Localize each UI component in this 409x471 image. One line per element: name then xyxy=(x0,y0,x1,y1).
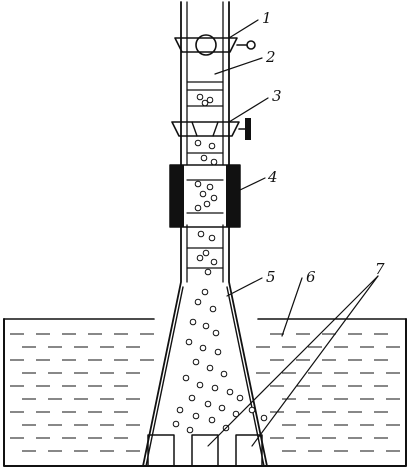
gas-bubbles xyxy=(172,93,268,434)
gas-tube xyxy=(180,1,230,283)
gas-bubble xyxy=(176,406,184,414)
water-tank xyxy=(3,318,407,467)
gas-bubble xyxy=(203,200,211,208)
gas-bubble xyxy=(212,329,220,337)
gas-bubble xyxy=(196,93,204,101)
gas-bubble xyxy=(210,194,218,202)
gas-bubble xyxy=(211,384,219,392)
gas-bubble xyxy=(206,183,214,191)
gas-bubble xyxy=(210,158,218,166)
rubber-connector xyxy=(169,164,241,228)
gas-bubble xyxy=(204,400,212,408)
gas-bubble xyxy=(194,298,202,306)
gas-bubble xyxy=(260,414,268,422)
gas-bubble xyxy=(204,268,212,276)
gas-bubble xyxy=(226,388,234,396)
gas-bubble xyxy=(185,338,193,346)
gas-bubble xyxy=(186,426,194,434)
gas-bubble xyxy=(182,374,190,382)
gas-bubble xyxy=(209,305,217,313)
gas-bubble xyxy=(248,406,256,414)
leader-lines xyxy=(207,19,379,447)
gas-bubble xyxy=(188,394,196,402)
stopcock-upper xyxy=(174,34,256,56)
label-6: 6 xyxy=(306,268,316,286)
gas-bubble xyxy=(218,404,226,412)
gas-bubble xyxy=(208,142,216,150)
funnel xyxy=(142,219,268,467)
gas-bubble xyxy=(202,249,210,257)
gas-bubble xyxy=(192,358,200,366)
gas-bubble xyxy=(208,234,216,242)
gas-bubble xyxy=(214,348,222,356)
gas-bubble xyxy=(199,190,207,198)
gas-bubble xyxy=(206,96,214,104)
label-2: 2 xyxy=(265,48,276,66)
label-1: 1 xyxy=(262,9,272,27)
gas-bubble xyxy=(201,288,209,296)
gas-bubble xyxy=(200,154,208,162)
label-7: 7 xyxy=(375,260,385,278)
gas-bubble xyxy=(194,204,202,212)
gas-bubble xyxy=(220,370,228,378)
gas-bubble xyxy=(208,416,216,424)
plant-samples xyxy=(147,434,263,467)
tube-divisions xyxy=(186,81,224,269)
gas-bubble xyxy=(236,394,244,402)
gas-bubble xyxy=(192,412,200,420)
water-hatching xyxy=(10,333,400,452)
gas-bubble xyxy=(196,381,204,389)
label-3: 3 xyxy=(272,87,282,105)
gas-bubble xyxy=(199,344,207,352)
gas-bubble xyxy=(194,139,202,147)
gas-bubble xyxy=(196,254,204,262)
gas-bubble xyxy=(202,322,210,330)
gas-bubble xyxy=(232,410,240,418)
label-4: 4 xyxy=(267,168,278,186)
gas-bubble xyxy=(210,258,218,266)
gas-bubble xyxy=(197,230,205,238)
gas-bubble xyxy=(172,420,180,428)
gas-bubble xyxy=(194,180,202,188)
part-labels: 1 2 3 4 5 6 7 xyxy=(262,9,385,286)
label-5: 5 xyxy=(266,268,276,286)
gas-bubble xyxy=(189,318,197,326)
stopcock-lower xyxy=(171,118,251,140)
gas-bubble xyxy=(201,99,209,107)
gas-bubble xyxy=(206,364,214,372)
